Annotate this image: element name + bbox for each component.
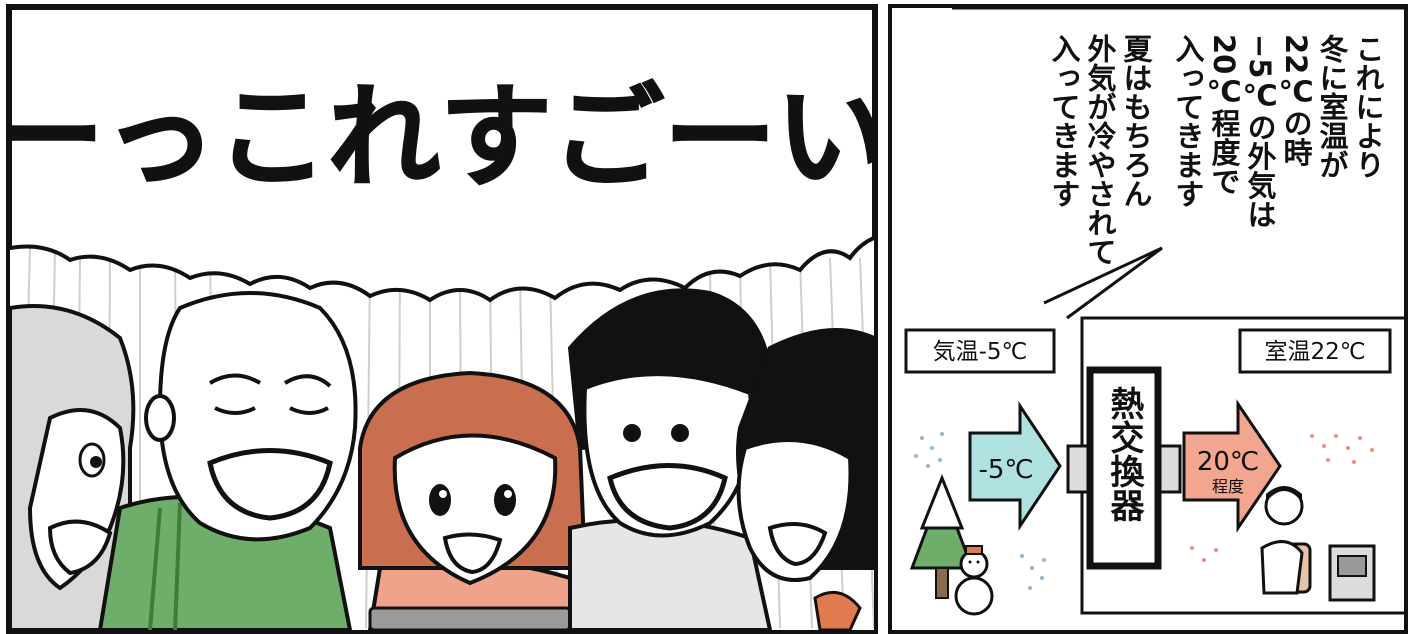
space-heater: [1328, 544, 1376, 602]
snow-particles: [914, 432, 1046, 590]
crowd-illustration: えーっこれすごーい！: [10, 8, 874, 630]
narration-line-8: 外気が冷やされて: [1083, 34, 1117, 266]
narration-line-5: 20℃程度で: [1207, 34, 1241, 195]
indoor-label-box: [1238, 328, 1392, 374]
inflow-arrow-label: -5℃: [978, 455, 1033, 485]
comic-panel-left: えーっこれすごーい！: [6, 4, 878, 634]
exchanger-box: [1086, 366, 1162, 570]
heat-exchanger-diagram: これにより 冬に室温が 22℃の時 −5℃の外気は 20℃程度で 入ってきます …: [904, 8, 1404, 616]
narration-line-6: 入ってきます: [1171, 34, 1205, 208]
outflow-arrow-sub: 程度: [1212, 477, 1244, 496]
shout-bubble: [10, 8, 874, 303]
outflow-arrow: [1182, 399, 1282, 533]
heat-particles: [1190, 434, 1374, 562]
character-bald-man: [97, 291, 358, 630]
tablet-device: [368, 606, 572, 630]
narration-line-1: これにより: [1351, 34, 1385, 179]
character-black-haired-woman: [736, 328, 874, 630]
narration-line-9: 入ってきます: [1047, 34, 1081, 208]
narration-text: これにより 冬に室温が 22℃の時 −5℃の外気は 20℃程度で 入ってきます …: [1047, 34, 1385, 266]
character-black-haired-man: [567, 288, 773, 630]
exchanger-label: 熱交換器: [1104, 386, 1144, 522]
snowy-tree: [909, 473, 975, 599]
inflow-arrow: [968, 401, 1062, 531]
seated-person: [1260, 486, 1312, 595]
narration-line-4: −5℃の外気は: [1243, 34, 1277, 228]
comic-panel-right: これにより 冬に室温が 22℃の時 −5℃の外気は 20℃程度で 入ってきます …: [888, 4, 1408, 634]
narration-line-7: 夏はもちろん: [1119, 34, 1153, 208]
character-orange-haired-girl: [358, 370, 588, 630]
narration-line-2: 冬に室温が: [1315, 34, 1349, 179]
indoor-label: 室温22℃: [1264, 339, 1365, 365]
outdoor-label: 気温-5℃: [933, 339, 1028, 365]
shout-text: えーっこれすごーい！: [10, 73, 874, 203]
character-grey-haired: [10, 304, 136, 630]
outdoor-label-box: [904, 328, 1056, 374]
snowman: [954, 545, 994, 616]
outflow-arrow-value: 20℃: [1197, 447, 1259, 477]
narration-line-3: 22℃の時: [1279, 34, 1313, 166]
